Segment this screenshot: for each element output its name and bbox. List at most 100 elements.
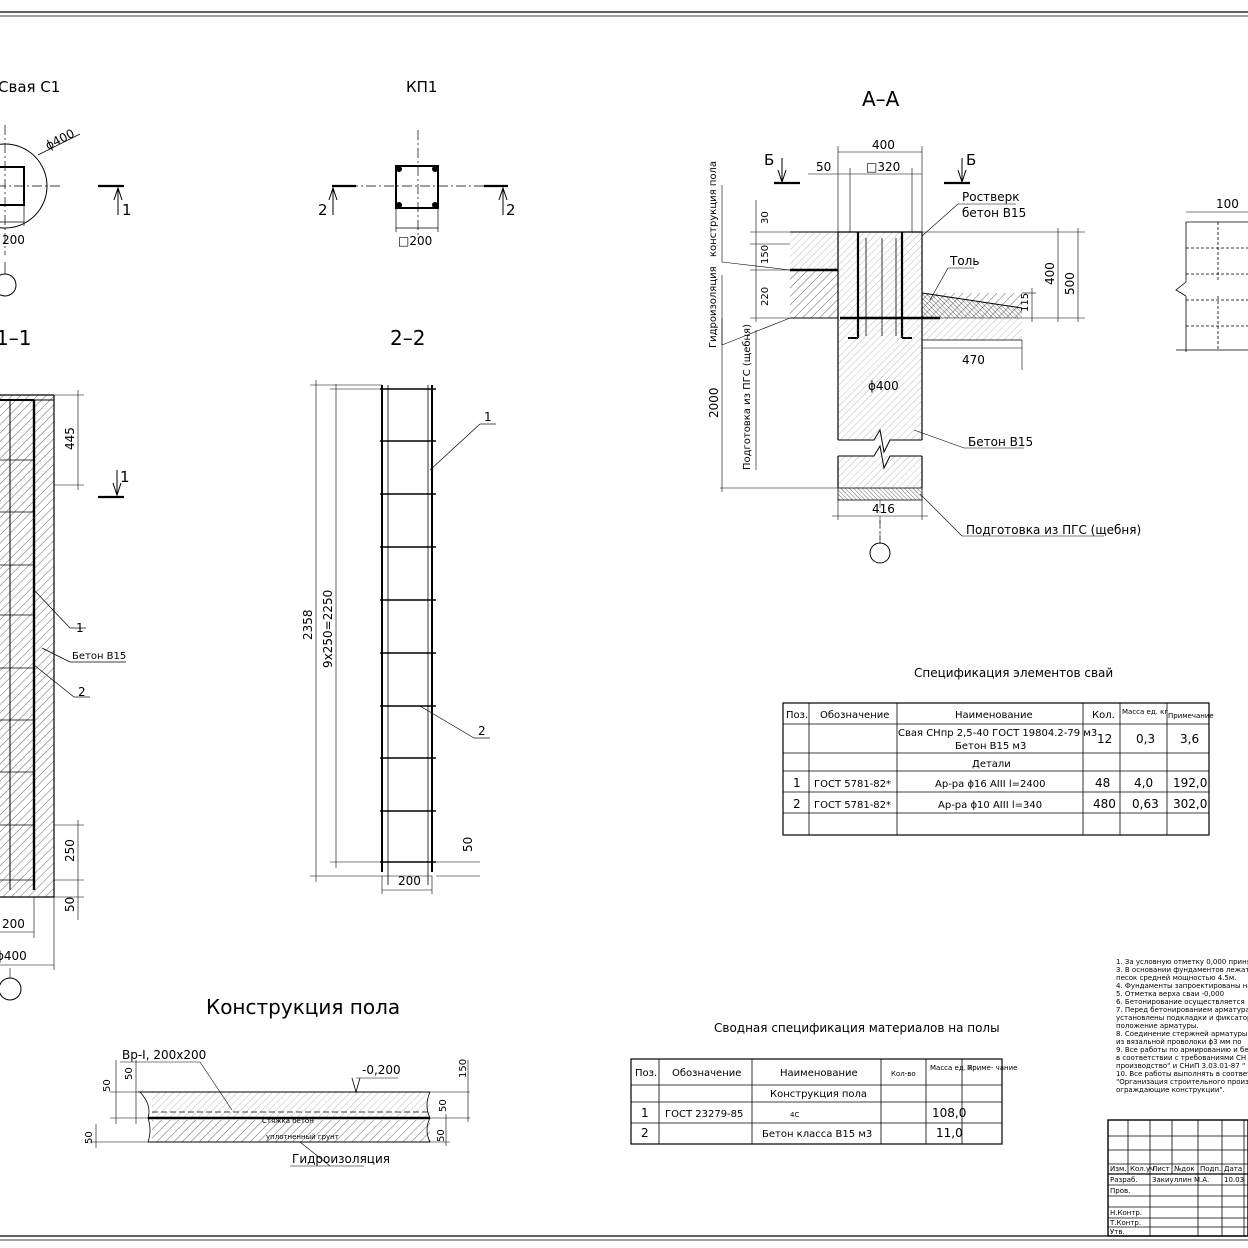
floor-dim-50-a: 50 bbox=[102, 1079, 113, 1092]
stamp-razrab-name: Закиуллин М.А. bbox=[1152, 1176, 1209, 1184]
note-6: 6. Бетонирование осуществляется bbox=[1116, 998, 1245, 1006]
dim-aa-30: 30 bbox=[760, 211, 771, 224]
section-marker-2-left: 2 bbox=[318, 201, 328, 219]
dim-aa-2000: 2000 bbox=[707, 387, 721, 418]
note-10: 8. Соединение стержней арматуры в bbox=[1116, 1030, 1248, 1038]
dim-200-1-1: 200 bbox=[2, 917, 25, 931]
spec2-row2-pos: 2 bbox=[641, 1126, 649, 1140]
floor-dim-50-b: 50 bbox=[124, 1067, 135, 1080]
spec1-header-name: Наименование bbox=[955, 710, 1033, 721]
note-4: 4. Фундаменты запроектированы на bbox=[1116, 982, 1248, 990]
spec1-row2-pos: 1 bbox=[793, 776, 801, 790]
dim-50-1-1: 50 bbox=[63, 897, 77, 912]
dim-aa-pile-d400: ϕ400 bbox=[868, 379, 899, 393]
spec2-header-name: Наименование bbox=[780, 1068, 858, 1079]
spec2-row2-mass: 11,0 bbox=[936, 1126, 963, 1140]
spec2-header-mass: Масса ед. кг bbox=[930, 1064, 976, 1072]
note-13: в соответствии с требованиями СН bbox=[1116, 1054, 1246, 1062]
note-12: 9. Все работы по армированию и бет bbox=[1116, 1046, 1248, 1054]
section-2-2-view: 2–2 2358 9х250=2250 50 200 1 2 bbox=[301, 326, 496, 894]
spec2-row1-designation: ГОСТ 23279-85 bbox=[665, 1109, 743, 1120]
spec1-section-details: Детали bbox=[972, 759, 1011, 770]
floor-mesh-label: Вр-I, 200х200 bbox=[122, 1048, 206, 1062]
kp1-plan-view: КП1 □200 2 2 bbox=[318, 78, 516, 248]
stamp-header-list: Лист bbox=[1152, 1165, 1170, 1173]
spec1-header-mass: Масса ед. кг bbox=[1122, 708, 1168, 716]
floor-dim-50-d: 50 bbox=[436, 1129, 447, 1142]
sheet-frame bbox=[0, 11, 1248, 1241]
dim-aa-220: 220 bbox=[760, 287, 771, 306]
spec1-row3-name: Ар-ра ϕ10 АIII l=340 bbox=[938, 800, 1042, 811]
spec1-row2-qty: 48 bbox=[1095, 776, 1110, 790]
pile-c1-title: Свая С1 bbox=[0, 78, 60, 96]
stamp-header-kol: Кол.уч bbox=[1130, 1165, 1154, 1173]
dim-right-100: 100 bbox=[1216, 197, 1239, 211]
stamp-header-ndoc: №док bbox=[1174, 1165, 1195, 1173]
spec2-section-floor: Конструкция пола bbox=[770, 1089, 867, 1100]
spec1-row1-name: Свая СНпр 2,5-40 ГОСТ 19804.2-79 м3 bbox=[898, 728, 1097, 739]
position-1-left: 1 bbox=[76, 621, 84, 635]
label-tol: Толь bbox=[949, 254, 979, 268]
dim-2358: 2358 bbox=[301, 609, 315, 640]
dim-aa-400: 400 bbox=[872, 138, 895, 152]
dim-aa-416: 416 bbox=[872, 502, 895, 516]
spec1-row1-note: 3,6 bbox=[1180, 732, 1199, 746]
note-1: 1. За условную отметку 0,000 приня bbox=[1116, 958, 1248, 966]
note-9: положение арматуры. bbox=[1116, 1022, 1199, 1030]
section-1-1-view: 1–1 445 1 1 Бетон В15 2 bbox=[0, 326, 130, 1001]
label-konstruktsiya-pola: конструкция пола bbox=[708, 161, 719, 257]
spec1-row1-qty: 12 bbox=[1097, 732, 1112, 746]
spec1-header-pos: Поз. bbox=[786, 710, 808, 721]
section-marker-1: 1 bbox=[122, 201, 132, 219]
spec2-row1-pos: 1 bbox=[641, 1106, 649, 1120]
dim-d400-1-1: ϕ400 bbox=[0, 949, 27, 963]
note-16: "Организация строительного произв bbox=[1116, 1078, 1248, 1086]
label-podgotovka-vertical: Подготовка из ПГС (щебня) bbox=[742, 324, 753, 470]
position-2-left: 2 bbox=[78, 685, 86, 699]
dim-aa-150: 150 bbox=[760, 245, 771, 264]
label-concrete-pile: Бетон В15 bbox=[968, 435, 1033, 449]
spec2-title: Сводная спецификация материалов на полы bbox=[714, 1021, 1000, 1035]
dim-445: 445 bbox=[63, 427, 77, 450]
note-17: ограждающие конструкции". bbox=[1116, 1086, 1225, 1094]
floor-dim-50-e: 50 bbox=[438, 1099, 449, 1112]
section-a-a-title: А–А bbox=[862, 87, 900, 111]
spec2-row2-name: Бетон класса В15 м3 bbox=[762, 1129, 872, 1140]
spec1-row2-mass: 4,0 bbox=[1134, 776, 1153, 790]
spec1-header-designation: Обозначение bbox=[820, 710, 889, 721]
spec1-row3-mass: 0,63 bbox=[1132, 797, 1159, 811]
concrete-label-1-1: Бетон В15 bbox=[72, 651, 126, 662]
kp1-width: □200 bbox=[398, 234, 432, 248]
floor-dim-150: 150 bbox=[458, 1059, 469, 1078]
label-rostverk-concrete: бетон В15 bbox=[962, 206, 1026, 220]
pile-c1-plan-view: Свая С1 ϕ400 200 1 bbox=[0, 78, 132, 297]
floor-dim-50-c: 50 bbox=[84, 1131, 95, 1144]
note-15: 10. Все работы выполнять в соответ bbox=[1116, 1070, 1248, 1078]
spec1-header-qty: Кол. bbox=[1092, 710, 1115, 721]
stamp-header-data: Дата bbox=[1224, 1165, 1242, 1173]
floor-materials-specification-table: Сводная спецификация материалов на полы … bbox=[630, 1021, 1017, 1145]
spec1-row2-designation: ГОСТ 5781-82* bbox=[814, 779, 891, 790]
spec2-row1-name: 4С bbox=[790, 1111, 799, 1119]
title-block-stamp: Изм. Кол.уч Лист №док Подп. Дата Разраб.… bbox=[1107, 1119, 1248, 1237]
label-podgotovka-horizontal: Подготовка из ПГС (щебня) bbox=[966, 523, 1141, 537]
note-8: установлены подкладки и фиксатор bbox=[1116, 1014, 1248, 1022]
dim-9x250: 9х250=2250 bbox=[321, 590, 335, 668]
floor-screed-label: Стяжка бетон bbox=[262, 1117, 314, 1125]
dim-aa-470: 470 bbox=[962, 353, 985, 367]
dim-50-2-2: 50 bbox=[461, 837, 475, 852]
section-2-2-title: 2–2 bbox=[390, 326, 425, 350]
spec1-row3-designation: ГОСТ 5781-82* bbox=[814, 800, 891, 811]
stamp-razrab: Разраб. bbox=[1110, 1176, 1138, 1184]
stamp-utv: Утв. bbox=[1110, 1228, 1125, 1236]
position-2-right: 2 bbox=[478, 724, 486, 738]
pile-specification-table: Спецификация элементов свай Поз. Обознач… bbox=[782, 666, 1214, 836]
note-7: 7. Перед бетонированием арматура bbox=[1116, 1006, 1248, 1014]
spec1-row2-name: Ар-ра ϕ16 АIII l=2400 bbox=[935, 779, 1045, 790]
note-2: 3. В основании фундаментов лежат bbox=[1116, 966, 1248, 974]
stamp-tkontr: Т.Контр. bbox=[1109, 1219, 1141, 1227]
note-5: 5. Отметка верха сваи -0,000 bbox=[1116, 990, 1224, 998]
stamp-header-podp: Подп. bbox=[1200, 1165, 1221, 1173]
spec1-row3-note: 302,0 bbox=[1173, 797, 1207, 811]
